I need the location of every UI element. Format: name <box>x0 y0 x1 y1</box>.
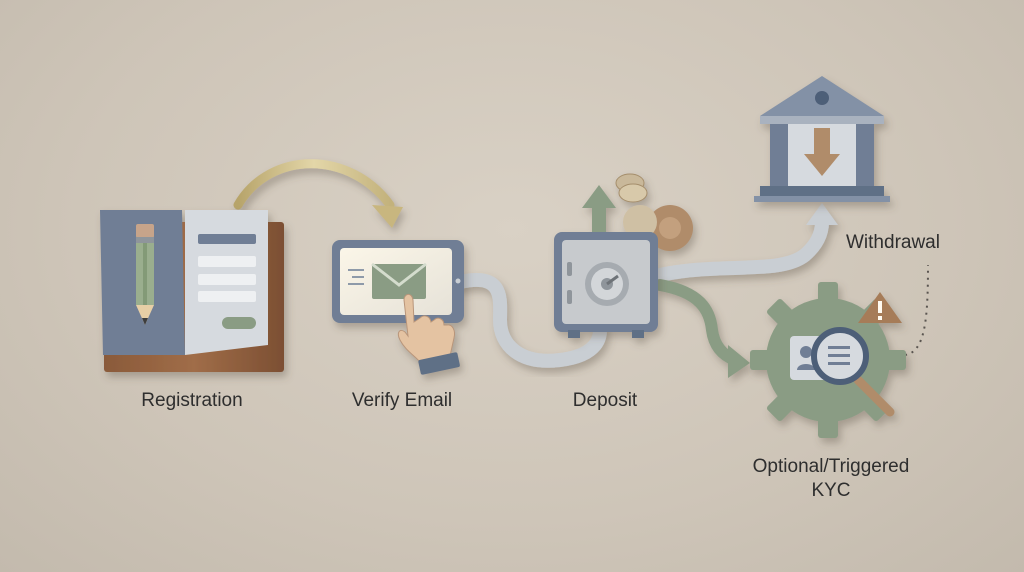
registration-book-icon <box>100 210 284 372</box>
label-kyc-line1: Optional/Triggered <box>752 456 910 477</box>
deposit-safe-icon <box>554 173 693 338</box>
label-withdrawal: Withdrawal <box>846 232 940 253</box>
arrow-deposit-to-kyc <box>654 279 750 378</box>
arrow-deposit-to-withdrawal <box>653 203 838 282</box>
envelope-icon <box>371 262 427 299</box>
coins-icon <box>615 173 693 251</box>
dotted-link-kyc-withdrawal <box>904 264 929 356</box>
arrow-registration-to-verify <box>233 159 403 228</box>
pencil-icon <box>136 224 154 325</box>
pointing-hand-icon <box>397 293 460 375</box>
magnifier-icon <box>811 327 895 417</box>
withdrawal-bank-icon <box>754 76 890 202</box>
alert-icon <box>858 292 902 323</box>
label-verify-email: Verify Email <box>351 390 453 411</box>
deposit-up-arrow <box>582 185 616 240</box>
kyc-gear-icon <box>750 282 906 438</box>
label-kyc-line2: KYC <box>811 480 851 501</box>
label-deposit: Deposit <box>572 390 638 411</box>
label-registration: Registration <box>141 390 243 411</box>
connector-verify-to-deposit <box>453 273 607 368</box>
verify-email-tablet-icon <box>332 240 464 375</box>
